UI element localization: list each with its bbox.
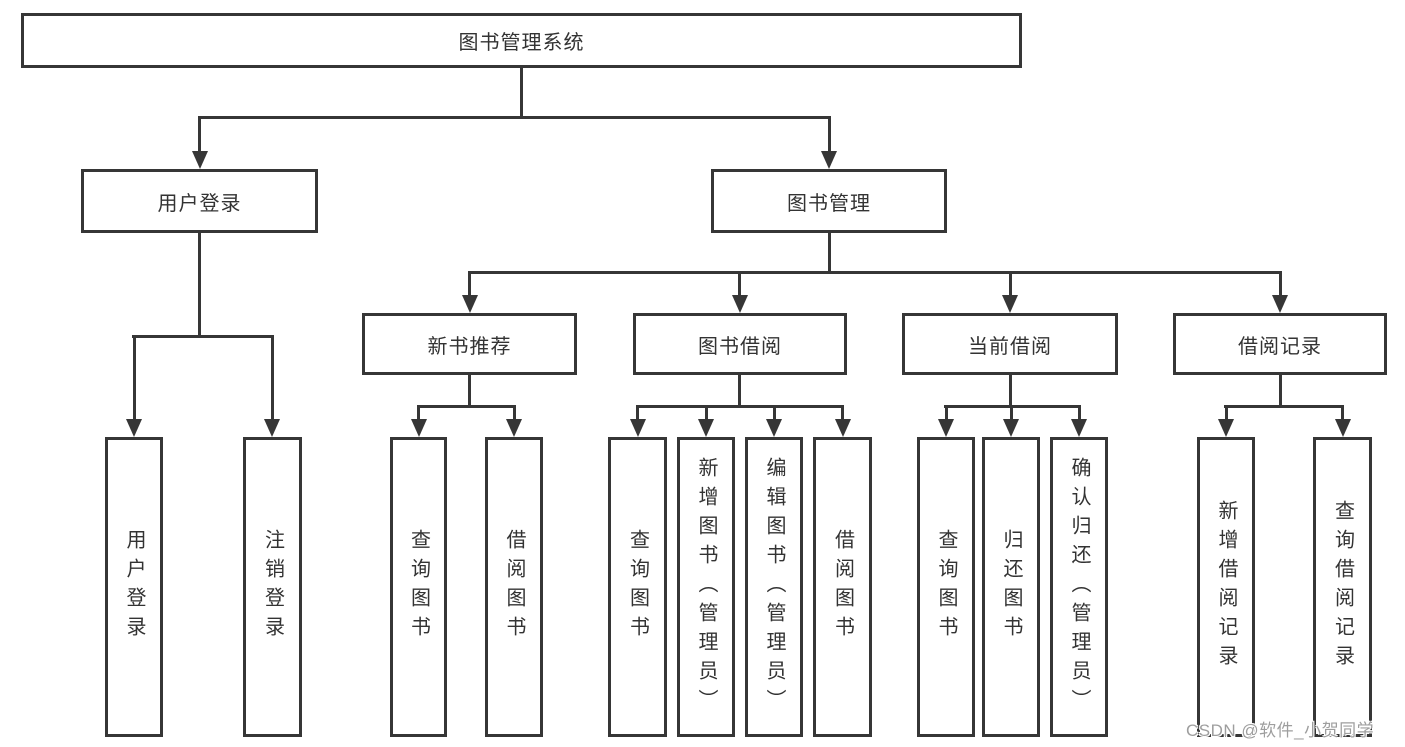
leaf-current-return-books: 归还图书 xyxy=(982,437,1040,737)
node-label: 查询借阅记录 xyxy=(1331,500,1354,674)
node-label: 归还图书 xyxy=(1000,529,1022,645)
connector-line xyxy=(1009,373,1012,408)
connector-line xyxy=(1224,405,1344,408)
leaf-newbook-borrow-books: 借阅图书 xyxy=(485,437,543,737)
leaf-current-confirm-return-admin: 确认归还（管理员） xyxy=(1050,437,1108,737)
connector-line xyxy=(468,271,1282,274)
arrowhead-down-icon xyxy=(1002,295,1018,313)
arrowhead-down-icon xyxy=(732,295,748,313)
arrowhead-down-icon xyxy=(1218,419,1234,437)
connector-line xyxy=(945,405,948,421)
node-borrowing-records: 借阅记录 xyxy=(1173,313,1387,375)
connector-line xyxy=(133,335,136,421)
arrowhead-down-icon xyxy=(506,419,522,437)
node-label: 确认归还（管理员） xyxy=(1068,456,1090,718)
arrowhead-down-icon xyxy=(192,151,208,169)
connector-line xyxy=(738,271,741,297)
connector-line xyxy=(198,116,201,152)
leaf-borrow-query-books: 查询图书 xyxy=(608,437,667,737)
arrowhead-down-icon xyxy=(938,419,954,437)
arrowhead-down-icon xyxy=(1272,295,1288,313)
connector-line xyxy=(1010,405,1013,421)
connector-line xyxy=(468,271,471,297)
node-label: 注销登录 xyxy=(261,529,284,645)
node-label: 借阅图书 xyxy=(831,529,854,645)
leaf-current-query-books: 查询图书 xyxy=(917,437,975,737)
node-label: 新增借阅记录 xyxy=(1215,500,1237,674)
connector-line xyxy=(1009,271,1012,297)
arrowhead-down-icon xyxy=(1003,419,1019,437)
connector-line xyxy=(705,405,708,421)
node-library-management-system: 图书管理系统 xyxy=(21,13,1022,68)
connector-line xyxy=(841,405,844,421)
connector-line xyxy=(132,335,274,338)
node-label: 用户登录 xyxy=(157,192,242,215)
connector-line xyxy=(1078,405,1081,421)
leaf-borrow-add-books-admin: 新增图书（管理员） xyxy=(677,437,735,737)
node-new-book-recommend: 新书推荐 xyxy=(362,313,577,375)
arrowhead-down-icon xyxy=(411,419,427,437)
leaf-newbook-query-books: 查询图书 xyxy=(390,437,447,737)
node-label: 用户登录 xyxy=(123,529,145,645)
arrowhead-down-icon xyxy=(766,419,782,437)
connector-line xyxy=(773,405,776,421)
arrowhead-down-icon xyxy=(630,419,646,437)
node-label: 查询图书 xyxy=(626,529,649,645)
connector-line xyxy=(271,335,274,421)
node-current-borrowing: 当前借阅 xyxy=(902,313,1118,375)
connector-line xyxy=(828,116,831,152)
node-label: 新书推荐 xyxy=(427,335,512,358)
node-label: 查询图书 xyxy=(935,529,957,645)
leaf-records-add-record: 新增借阅记录 xyxy=(1197,437,1255,737)
connector-line xyxy=(468,373,471,408)
arrowhead-down-icon xyxy=(1335,419,1351,437)
node-label: 图书管理 xyxy=(787,192,871,215)
connector-line xyxy=(1341,405,1344,421)
leaf-borrow-edit-books-admin: 编辑图书（管理员） xyxy=(745,437,803,737)
watermark: CSDN @软件_小贺同学 xyxy=(1186,721,1375,740)
node-label: 新增图书（管理员） xyxy=(695,456,717,718)
node-book-management: 图书管理 xyxy=(711,169,947,233)
node-label: 借阅记录 xyxy=(1238,335,1322,358)
arrowhead-down-icon xyxy=(835,419,851,437)
connector-line xyxy=(513,405,516,421)
connector-line xyxy=(198,116,831,119)
node-label: 图书管理系统 xyxy=(458,32,585,54)
leaf-records-query-record: 查询借阅记录 xyxy=(1313,437,1372,737)
node-label: 查询图书 xyxy=(407,529,430,645)
node-label: 图书借阅 xyxy=(698,335,782,358)
connector-line xyxy=(636,405,639,421)
arrowhead-down-icon xyxy=(821,151,837,169)
connector-line xyxy=(636,405,844,408)
connector-line xyxy=(520,66,523,118)
node-label: 借阅图书 xyxy=(503,529,525,645)
node-label: 编辑图书（管理员） xyxy=(763,456,785,718)
arrowhead-down-icon xyxy=(462,295,478,313)
leaf-logout: 注销登录 xyxy=(243,437,302,737)
arrowhead-down-icon xyxy=(1071,419,1087,437)
connector-line xyxy=(828,231,831,274)
connector-line xyxy=(738,373,741,408)
leaf-borrow-borrow-books: 借阅图书 xyxy=(813,437,872,737)
node-label: 当前借阅 xyxy=(968,335,1052,358)
connector-line xyxy=(417,405,420,421)
arrowhead-down-icon xyxy=(698,419,714,437)
connector-line xyxy=(1225,405,1228,421)
connector-line xyxy=(417,405,516,408)
leaf-user-login: 用户登录 xyxy=(105,437,163,737)
node-user-login: 用户登录 xyxy=(81,169,318,233)
arrowhead-down-icon xyxy=(264,419,280,437)
node-book-borrowing: 图书借阅 xyxy=(633,313,847,375)
connector-line xyxy=(198,231,201,337)
connector-line xyxy=(1279,271,1282,297)
arrowhead-down-icon xyxy=(126,419,142,437)
connector-line xyxy=(1279,373,1282,408)
